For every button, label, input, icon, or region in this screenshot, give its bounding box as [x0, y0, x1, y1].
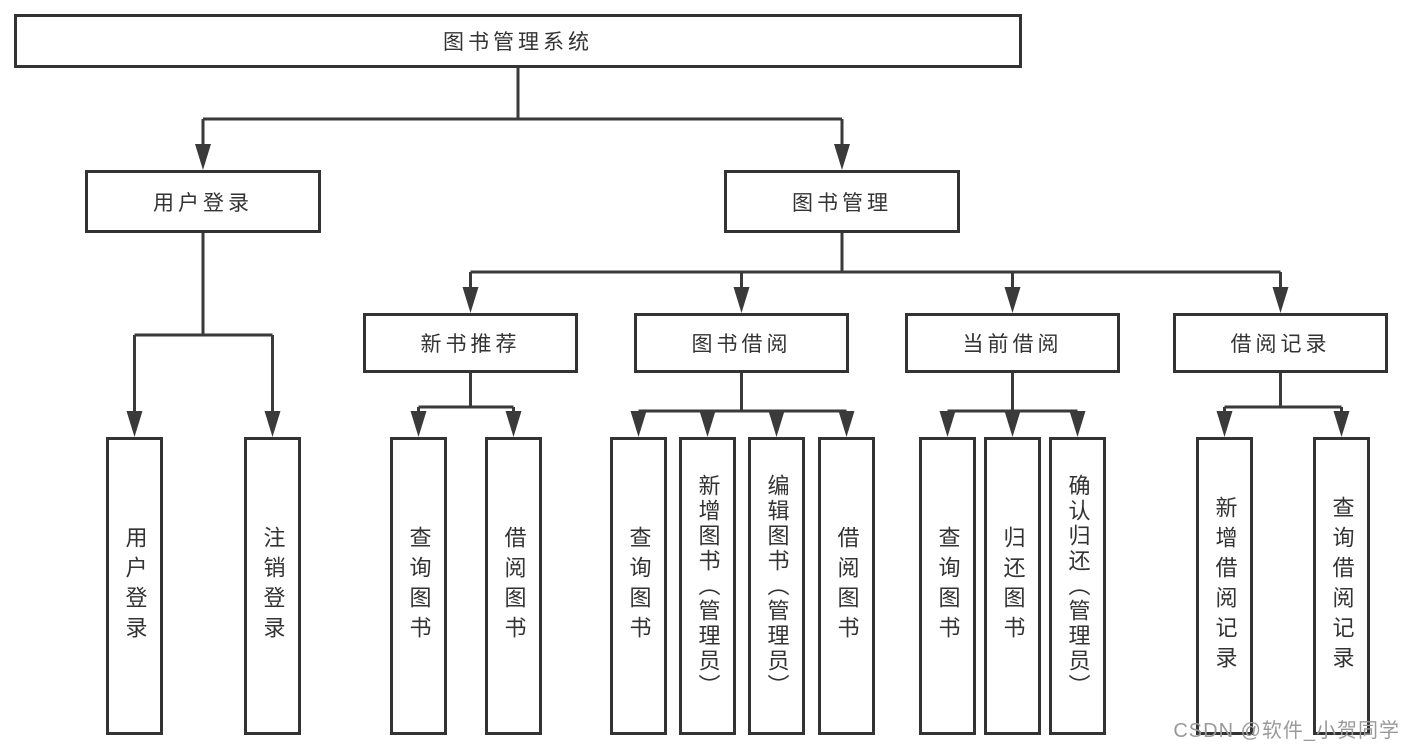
node-label: 借阅记录 — [1230, 333, 1331, 356]
arrowhead-icon — [630, 411, 647, 437]
node-label: 归还图书 — [1000, 526, 1026, 646]
node-leaf-return-books: 归还图书 — [984, 437, 1041, 735]
node-label: 图书借阅 — [691, 333, 792, 356]
node-label: 注销登录 — [260, 526, 286, 646]
node-label: 查询图书 — [626, 526, 652, 646]
node-label: 查询借阅记录 — [1329, 496, 1355, 676]
arrowhead-icon — [1272, 287, 1289, 313]
arrowhead-icon — [699, 411, 716, 437]
node-leaf-add-borrow-record: 新增借阅记录 — [1196, 437, 1253, 735]
node-book-management-branch: 图书管理 — [724, 170, 960, 233]
node-leaf-confirm-return-admin: 确认归还（管理员） — [1049, 437, 1106, 735]
arrowhead-icon — [939, 411, 956, 437]
arrowhead-icon — [1333, 411, 1350, 437]
arrowhead-icon — [126, 411, 143, 437]
node-label: 图书管理 — [792, 191, 892, 215]
node-label: 新增图书（管理员） — [695, 473, 721, 699]
node-new-book-recommendation: 新书推荐 — [363, 313, 578, 373]
node-leaf-query-books-2: 查询图书 — [610, 437, 667, 735]
connector-user-login-to-leaves — [133, 233, 274, 415]
node-borrowing-records: 借阅记录 — [1173, 313, 1388, 373]
arrowhead-icon — [1216, 411, 1233, 437]
connector-new-book-to-leaves — [417, 373, 515, 415]
arrowhead-icon — [1069, 411, 1086, 437]
arrowhead-icon — [505, 411, 522, 437]
node-label: 用户登录 — [153, 191, 253, 215]
node-leaf-edit-books-admin: 编辑图书（管理员） — [748, 437, 805, 735]
node-label: 图书管理系统 — [443, 31, 593, 54]
node-leaf-query-borrow-record: 查询借阅记录 — [1313, 437, 1370, 735]
arrowhead-icon — [768, 411, 785, 437]
node-label: 查询图书 — [935, 526, 961, 646]
node-label: 新书推荐 — [420, 333, 521, 356]
node-leaf-user-login: 用户登录 — [106, 437, 163, 735]
arrowhead-icon — [264, 411, 281, 437]
node-current-borrowing: 当前借阅 — [905, 313, 1120, 373]
node-label: 新增借阅记录 — [1212, 496, 1238, 676]
connector-current-borrow-to-leaves — [946, 373, 1079, 415]
node-leaf-add-books-admin: 新增图书（管理员） — [679, 437, 736, 735]
connector-borrow-records-to-leaves — [1223, 373, 1343, 415]
arrowhead-icon — [733, 287, 750, 313]
node-library-management-system: 图书管理系统 — [14, 14, 1022, 68]
arrowhead-icon — [410, 411, 427, 437]
node-label: 当前借阅 — [962, 333, 1063, 356]
node-label: 用户登录 — [122, 526, 148, 646]
arrowhead-icon — [838, 411, 855, 437]
node-leaf-query-books-1: 查询图书 — [390, 437, 447, 735]
node-leaf-query-books-3: 查询图书 — [919, 437, 976, 735]
connector-book-management-to-level3 — [469, 233, 1282, 291]
node-label: 查询图书 — [406, 526, 432, 646]
node-label: 确认归还（管理员） — [1065, 473, 1091, 699]
node-leaf-borrow-books-2: 借阅图书 — [818, 437, 875, 735]
node-user-login-branch: 用户登录 — [85, 170, 321, 233]
node-label: 编辑图书（管理员） — [764, 473, 790, 699]
node-label: 借阅图书 — [501, 526, 527, 646]
arrowhead-icon — [834, 144, 850, 170]
connector-book-borrow-to-leaves — [637, 373, 848, 415]
node-book-borrowing: 图书借阅 — [634, 313, 849, 373]
arrowhead-icon — [1004, 411, 1021, 437]
arrowhead-icon — [195, 144, 211, 170]
arrowhead-icon — [462, 287, 479, 313]
arrowhead-icon — [1004, 287, 1021, 313]
node-label: 借阅图书 — [834, 526, 860, 646]
watermark: CSDN @软件_小贺同学 — [1173, 720, 1400, 742]
node-leaf-logout: 注销登录 — [244, 437, 301, 735]
node-leaf-borrow-books-1: 借阅图书 — [485, 437, 542, 735]
connector-root-to-level2 — [201, 68, 844, 148]
